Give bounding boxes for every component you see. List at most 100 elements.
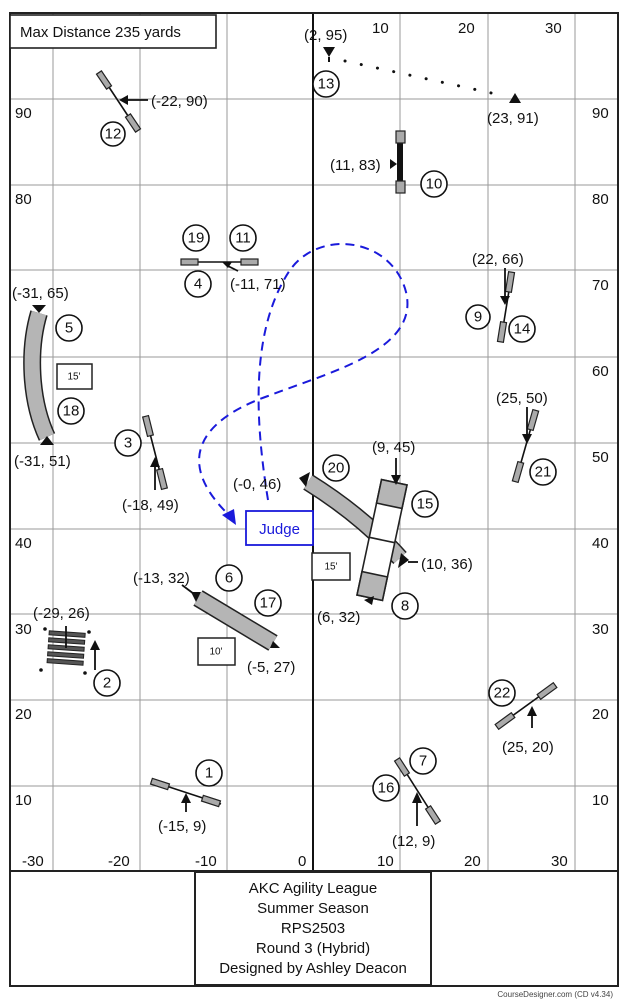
coord-label: (22, 66) [472,251,524,268]
y-left-label: 20 [15,706,32,723]
jump-4-11-19[interactable]: (-11, 71) 19 11 4 [180,224,286,298]
y-right-label: 90 [592,105,609,122]
x-bottom-label: -20 [108,853,130,870]
y-right-label: 30 [592,621,609,638]
obstacle-number: 11 [235,230,251,247]
obstacle-number: 16 [378,780,395,797]
coord-label: (-11, 71) [230,276,286,293]
tunnel-length: 15' [67,372,80,383]
axis-labels: 10 20 30 -30 -20 -10 0 10 20 30 90 80 40… [15,20,609,870]
x-bottom-label: 0 [298,853,306,870]
x-top-label: 30 [545,20,562,37]
obstacle-number: 18 [63,403,80,420]
tunnel-length: 10' [209,647,222,658]
obstacle-number: 22 [494,685,511,702]
y-right-label: 70 [592,277,609,294]
jump-21[interactable]: (25, 50) 21 [496,390,557,486]
coord-label: (-13, 32) [133,570,190,587]
tunnel-6-17[interactable]: 10' (-13, 32) (-5, 27) 6 17 [133,564,295,676]
obstacle-number: 5 [65,320,73,337]
obstacle-number: 2 [103,675,111,692]
coord-label: (-29, 26) [33,605,90,622]
footer-credit: CourseDesigner.com (CD v4.34) [497,990,613,999]
obstacle-number: 12 [105,126,122,143]
coord-label: (-5, 27) [247,659,295,676]
aframe-8-15[interactable]: (9, 45) (6, 32) 15 8 [317,439,439,626]
coord-label: (9, 45) [372,439,415,456]
jump-1[interactable]: (-15, 9) 1 [149,759,223,835]
start-finish-line-13[interactable]: (2, 95) (23, 91) 13 [304,27,539,127]
jump-9-14[interactable]: (22, 66) 9 14 [465,251,536,344]
round-name: Round 3 (Hybrid) [256,940,370,957]
y-left-label: 90 [15,105,32,122]
coord-label: (-15, 9) [158,818,206,835]
jump-12[interactable]: (-22, 90) 12 [95,70,208,147]
x-bottom-label: 20 [464,853,481,870]
coord-label: (12, 9) [392,833,435,850]
coord-label: (-31, 65) [12,285,69,302]
obstacle-number: 3 [124,435,132,452]
jump-7-16[interactable]: (12, 9) 7 16 [372,747,442,850]
coord-label: (25, 50) [496,390,548,407]
obstacle-number: 17 [260,595,277,612]
coord-label: (25, 20) [502,739,554,756]
obstacle-number: 14 [514,321,531,338]
obstacle-number: 21 [535,464,552,481]
obstacle-number: 8 [401,598,409,615]
jump-22[interactable]: (25, 20) 22 [488,679,558,756]
y-left-label: 40 [15,535,32,552]
y-left-label: 30 [15,621,32,638]
coord-label: (2, 95) [304,27,347,44]
finish-marker-icon [509,93,521,103]
title-block: AKC Agility League Summer Season RPS2503… [194,871,432,986]
y-right-label: 40 [592,535,609,552]
y-right-label: 20 [592,706,609,723]
designer-name: Designed by Ashley Deacon [219,960,407,977]
coord-label: (-18, 49) [122,497,179,514]
league-name: AKC Agility League [249,880,377,897]
y-right-label: 80 [592,191,609,208]
x-bottom-label: 30 [551,853,568,870]
grid [9,12,619,987]
jump-3[interactable]: (-18, 49) 3 [114,414,179,514]
tunnel-5-18[interactable]: 15' (-31, 65) (-31, 51) 5 18 [12,285,93,470]
coord-label: (-31, 51) [14,453,71,470]
obstacle-number: 7 [419,753,427,770]
coord-label: (6, 32) [317,609,360,626]
obstacle-10[interactable]: (11, 83) 10 [330,130,448,198]
judge-label: Judge [259,521,300,538]
coord-label: (-22, 90) [151,93,208,110]
obstacle-number: 15 [417,496,434,513]
judge-path [198,243,409,525]
obstacle-number: 19 [188,230,205,247]
coord-label: (23, 91) [487,110,539,127]
x-top-label: 10 [372,20,389,37]
judge-box[interactable]: Judge [245,510,314,546]
tunnel-length: 15' [324,562,337,573]
y-left-label: 80 [15,191,32,208]
x-bottom-label: 10 [377,853,394,870]
path-arrowhead-icon [222,509,236,525]
course-code: RPS2503 [281,920,345,937]
y-right-label: 60 [592,363,609,380]
obstacle-number: 6 [225,570,233,587]
coord-label: (-0, 46) [233,476,281,493]
broad-jump-2[interactable]: (-29, 26) 2 [33,605,121,697]
obstacle-number: 1 [205,765,213,782]
max-distance-box: Max Distance 235 yards [9,14,217,49]
x-top-label: 20 [458,20,475,37]
y-left-label: 10 [15,792,32,809]
coord-label: (10, 36) [421,556,473,573]
x-bottom-label: -30 [22,853,44,870]
y-right-label: 50 [592,449,609,466]
y-right-label: 10 [592,792,609,809]
obstacle-number: 13 [318,76,335,93]
coord-label: (11, 83) [330,157,381,174]
start-marker-icon [323,47,335,57]
obstacle-number: 10 [426,176,443,193]
x-bottom-label: -10 [195,853,217,870]
obstacle-number: 9 [474,309,482,326]
obstacle-number: 4 [194,276,202,293]
season-name: Summer Season [257,900,369,917]
